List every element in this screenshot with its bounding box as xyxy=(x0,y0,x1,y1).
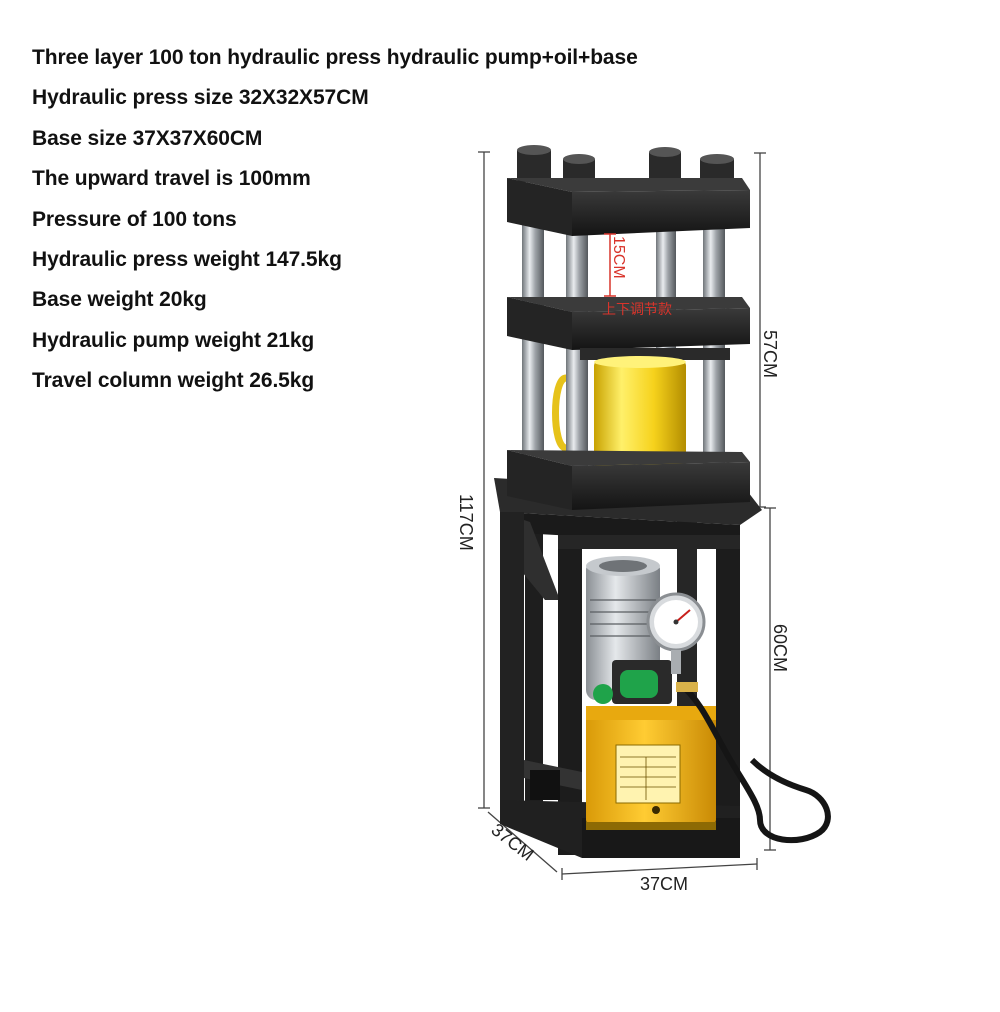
spec-list: Three layer 100 ton hydraulic press hydr… xyxy=(32,38,638,402)
hydraulic-pump xyxy=(586,556,831,844)
spec-base-weight: Base weight 20kg xyxy=(32,288,207,312)
spec-pump-weight: Hydraulic pump weight 21kg xyxy=(32,328,315,352)
spec-press-size: Hydraulic press size 32X32X57CM xyxy=(32,86,369,110)
press-bottom-plate xyxy=(507,450,750,510)
travel-annotation xyxy=(604,233,616,297)
press-top-plate xyxy=(507,145,750,236)
spec-press-weight: Hydraulic press weight 147.5kg xyxy=(32,248,342,272)
spec-title: Three layer 100 ton hydraulic press hydr… xyxy=(32,46,638,69)
spec-column-weight: Travel column weight 26.5kg xyxy=(32,369,315,393)
dimension-lines xyxy=(478,151,776,880)
spec-base-size: Base size 37X37X60CM xyxy=(32,126,263,150)
press-middle-plate xyxy=(507,297,750,360)
spec-pressure: Pressure of 100 tons xyxy=(32,207,237,231)
spec-travel: The upward travel is 100mm xyxy=(32,167,311,191)
hydraulic-cylinder xyxy=(552,356,686,468)
